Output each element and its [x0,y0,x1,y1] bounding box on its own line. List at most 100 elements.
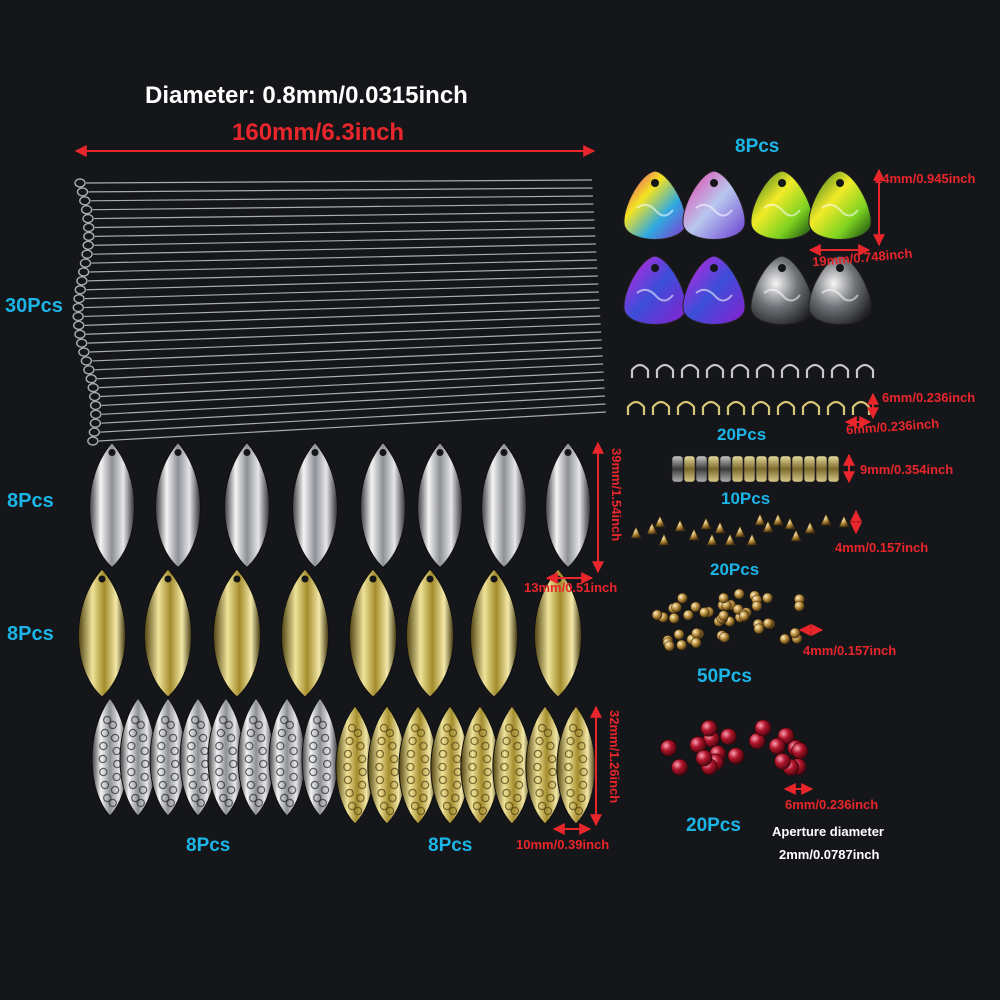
metal-tube [707,455,720,483]
cone-beads [630,513,850,546]
wire-shaft [101,395,606,424]
metal-tube [779,455,792,483]
hammer-dimple [140,759,150,769]
hammer-dimple [322,746,331,756]
wire-shaft [92,339,602,362]
metal-tube [695,455,708,483]
hammer-dimple [438,749,448,759]
willow-blade-gold [280,568,330,698]
hammer-dimple [313,793,322,803]
wire-loop [79,196,91,206]
hammer-dimple [138,733,148,743]
wire-loop [85,374,97,384]
hammer-dimple [438,775,448,785]
blade-hole [243,449,251,456]
hammer-dimple [259,759,268,769]
hammer-dimple [537,801,547,811]
hammer-dimple [377,736,386,746]
willow-blade-silver [155,441,201,569]
hammer-dimple [537,723,547,733]
hammer-dimple [472,723,482,733]
hammer-dimple [98,754,108,764]
hammer-dimple [170,759,180,769]
hammer-dimple [287,733,297,743]
red-bead [720,728,737,745]
gold-bead [699,607,710,618]
hammer-dimple [245,767,254,777]
hammer-dimple [385,728,395,738]
hammer-dimple [99,741,108,751]
hammer-dimple [186,754,195,764]
hammer-dimple [379,723,389,733]
wire-shaft [99,363,604,389]
wire-shaft [93,211,594,220]
wire-loop [78,267,90,277]
clevis [776,400,796,415]
cone-bead [674,519,686,532]
hammer-dimple [112,772,121,782]
blade-highlight [695,203,733,217]
metal-tube [671,455,684,483]
cone-bead [714,521,726,534]
red-bead [695,749,713,767]
wire-loop [83,231,95,242]
hammer-dimple [385,806,395,816]
wire-loop [73,293,85,304]
hammer-dimple [452,780,462,790]
hammer-dimple [318,798,327,808]
red-bead [768,737,786,755]
hammer-dimple [448,806,458,816]
hammer-dimple [224,720,233,730]
hammer-dimple [140,746,149,756]
hammered-silver-count-label: 8Pcs [186,835,231,856]
hammer-dimple [478,806,488,816]
blade-hole [369,575,377,583]
hammer-dimple [254,798,263,808]
hammer-dimple [196,798,205,808]
colorado-blade [623,170,687,240]
blade-highlight [636,288,674,302]
hammer-dimple [481,793,490,803]
hammer-dimple [470,736,479,746]
wire-shaft [87,323,601,344]
hammer-dimple [345,736,354,746]
gold-bead [762,618,774,629]
wire-length-label: 160mm/6.3inch [232,119,405,146]
hammer-dimple [127,767,136,777]
hammer-dimple [275,754,284,764]
wire-shaft [101,387,605,415]
willow-blades-silver [89,441,591,569]
hammer-dimple [375,749,385,759]
hammer-dimple [228,746,237,756]
hammer-dimple [280,793,289,803]
hammer-dimple [166,720,175,730]
wire-loop [78,347,90,357]
hammer-dimple [568,801,578,811]
wire-shaft [94,227,595,237]
hammer-dimple [258,772,267,782]
hammer-dimple [406,762,415,772]
hammer-dimple [168,733,178,743]
hammer-dimple [533,775,543,785]
gold-bead [789,627,801,639]
hammered-blade-silver [301,697,339,817]
cone-bead [734,525,746,538]
willow-silver-count-label: 8Pcs [7,490,54,512]
hammer-dimple [468,775,478,785]
hammer-dimple [375,775,385,785]
gold-bead [779,633,791,645]
wire-loop [89,400,102,411]
hammer-dimple [246,728,256,738]
gold-bead [794,600,805,612]
hammer-dimple [504,723,514,733]
wire-shaft [100,403,606,433]
hammer-dimple [343,762,352,772]
blade-hole [426,575,434,583]
hammer-dimple [442,723,452,733]
hammer-dimple [310,780,320,790]
hammer-dimple [568,723,578,733]
wire-shaft [100,371,604,398]
hammer-dimple [249,715,258,725]
wire-shaft [94,347,603,371]
willow-blade-gold [212,568,262,698]
